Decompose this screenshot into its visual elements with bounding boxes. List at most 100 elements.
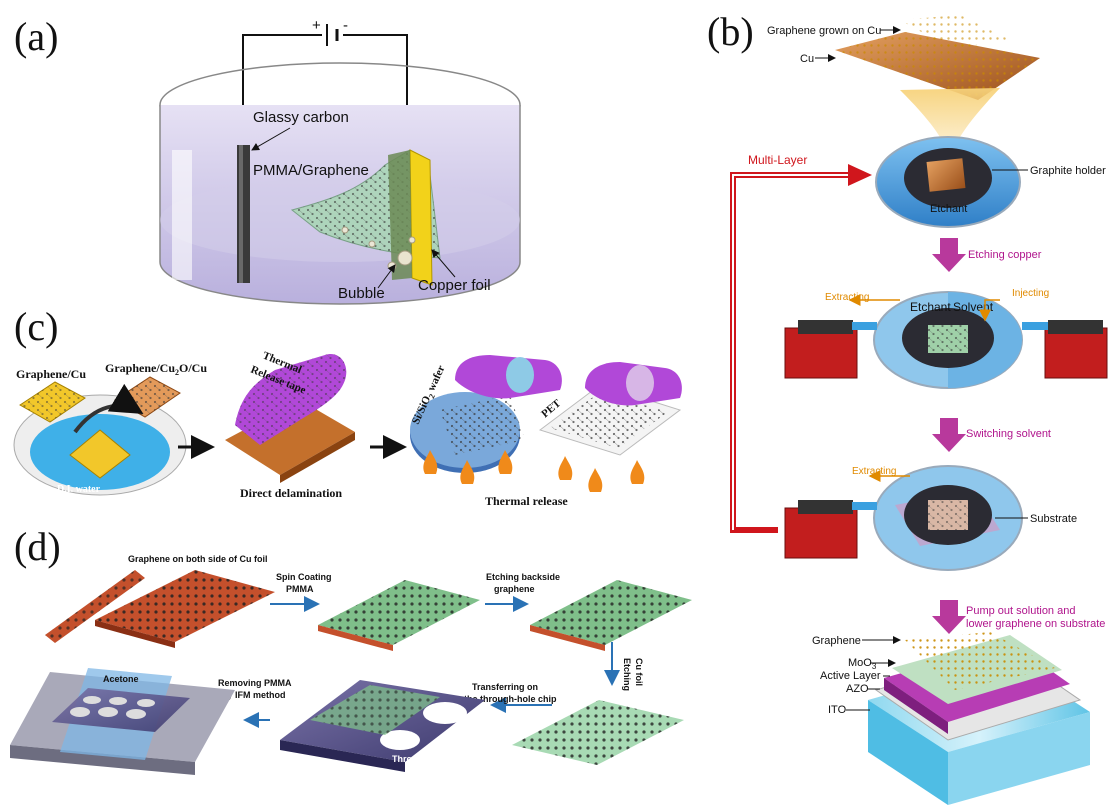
chip-edge [280,740,405,772]
label-moo3: MoO3 [848,657,877,671]
dish-highlight [172,150,192,280]
label-injecting: Injecting [1012,288,1049,299]
graphene-cu-in-water [69,429,131,479]
multi-layer-loop-inner [732,174,850,530]
acetone-hole-4 [83,696,101,704]
label-spin-coating-2: PMMA [286,584,314,594]
acetone-hole-1 [70,707,90,717]
label-glassy-carbon: Glassy carbon [253,109,349,126]
flame-2 [460,460,475,484]
label-switching-solvent: Switching solvent [966,428,1051,440]
flame-3 [498,450,513,474]
copper-foil [409,149,433,286]
foil-2-edge [318,625,393,651]
bubble-1 [397,250,413,266]
delamination-copper-edge [280,432,355,483]
label-bubble: Bubble [338,285,385,302]
pet-graphene [550,392,668,448]
label-azo: AZO [846,683,869,695]
label-pump-out-2: lower graphene on substrate [966,618,1105,630]
delamination-copper [225,400,355,475]
ito-layer-front [948,712,1090,805]
flame-1 [423,450,438,474]
graphene-on-copper [835,32,1040,100]
plus-sign: + [312,17,321,34]
foil-3-dots [530,580,692,645]
label-transferring-2: the through-hole chip [464,694,557,704]
glassy-carbon-electrode [237,145,250,283]
foil-1-edge [95,620,175,648]
label-transferring-1: Transferring on [472,682,538,692]
label-graphite-holder: Graphite holder [1030,165,1106,177]
label-thermal-release: Thermal release [485,494,568,508]
label-pump-out-1: Pump out solution and [966,605,1075,617]
etching-copper-arrow [932,238,966,272]
curved-arrow-oxidation [73,383,144,434]
right-pump-tube [1022,322,1048,330]
label-pmma-graphene: PMMA/Graphene [253,162,369,179]
graphene-top-layer [905,632,1055,690]
arrow-copper-foil [431,249,456,278]
label-etchant: Etchant [930,203,967,215]
label-graphene-both-sides: Graphene on both side of Cu foil [128,554,268,564]
right-pump-head [1048,320,1103,334]
arrow-bubble [377,264,396,289]
panel-c-letter: (c) [14,304,58,349]
label-spin-coating-1: Spin Coating [276,572,332,582]
acetone-hole-2 [98,707,118,717]
panel-c: (c) D.I. water Graphene/Cu Graphene/Cu2O… [13,304,682,508]
copper-in-holder [926,158,966,192]
left-pump [784,327,858,379]
chip-graphene-dots [310,685,440,735]
graphene-peeling [900,15,1010,48]
panel-d: (d) Graphene on both side of Cu foil Spi… [10,524,692,775]
panel-a: (a) + - Glassy carbon PMMA/Graphene Bubb… [14,14,521,305]
label-copper-foil: Copper foil [418,277,491,294]
arrow-injecting [979,299,1000,322]
bubble-5 [408,236,416,244]
panel-b-letter: (b) [707,9,754,54]
label-etching-cu-1: Etching [622,658,632,691]
graphene-funnel [900,88,1000,160]
panel-d-letter: (d) [14,524,61,569]
flame-5 [588,468,603,492]
bubble-3 [341,226,349,234]
label-multi-layer: Multi-Layer [748,153,807,167]
panel-b: (b) Graphene grown on Cu Cu Etchant Grap… [707,9,1108,805]
wafer-graphene [440,395,525,455]
foil-1-dots [95,570,275,642]
pet-tape-roll [626,365,654,401]
acetone-hole-6 [137,699,155,707]
label-etching-backside-2: graphene [494,584,535,594]
label-di-water: D.I. water [57,484,101,495]
graphene-lattice-2 [928,325,968,353]
foil-3-edge [530,625,605,651]
graphene-on-foil [388,150,412,280]
label-direct-delamination: Direct delamination [240,486,342,500]
switching-solvent-arrow [932,418,966,452]
label-removing-2: by IFM method [222,690,286,700]
active-layer-side [884,678,948,734]
rolled-foil-dots [45,570,145,643]
label-graphene-grown-on-cu: Graphene grown on Cu [767,25,881,37]
minus-sign: - [343,17,348,34]
acetone-tray-edge [10,745,195,775]
foil-4-dots [512,700,684,765]
electrode-shine [239,145,243,283]
label-graphene-cu: Graphene/Cu [16,367,86,381]
wafer-tape-roll [506,357,534,393]
label-etching-backside-1: Etching backside [486,572,560,582]
label-graphene-cu2o-cu: Graphene/Cu2O/Cu [105,361,207,377]
bottom-pump-head [798,500,853,514]
graphene-cu-lattice [20,382,85,422]
label-etchant-2: Etchant [910,300,951,314]
label-active-layer: Active Layer [820,670,881,682]
acetone-hole-5 [109,697,127,705]
bottom-pump-tube [852,502,877,510]
pump-out-arrow [932,600,966,634]
graphene-lattice-3 [928,500,968,530]
label-solvent: Solvent [953,300,994,314]
panel-a-letter: (a) [14,14,58,59]
foil-2-dots [318,580,480,645]
